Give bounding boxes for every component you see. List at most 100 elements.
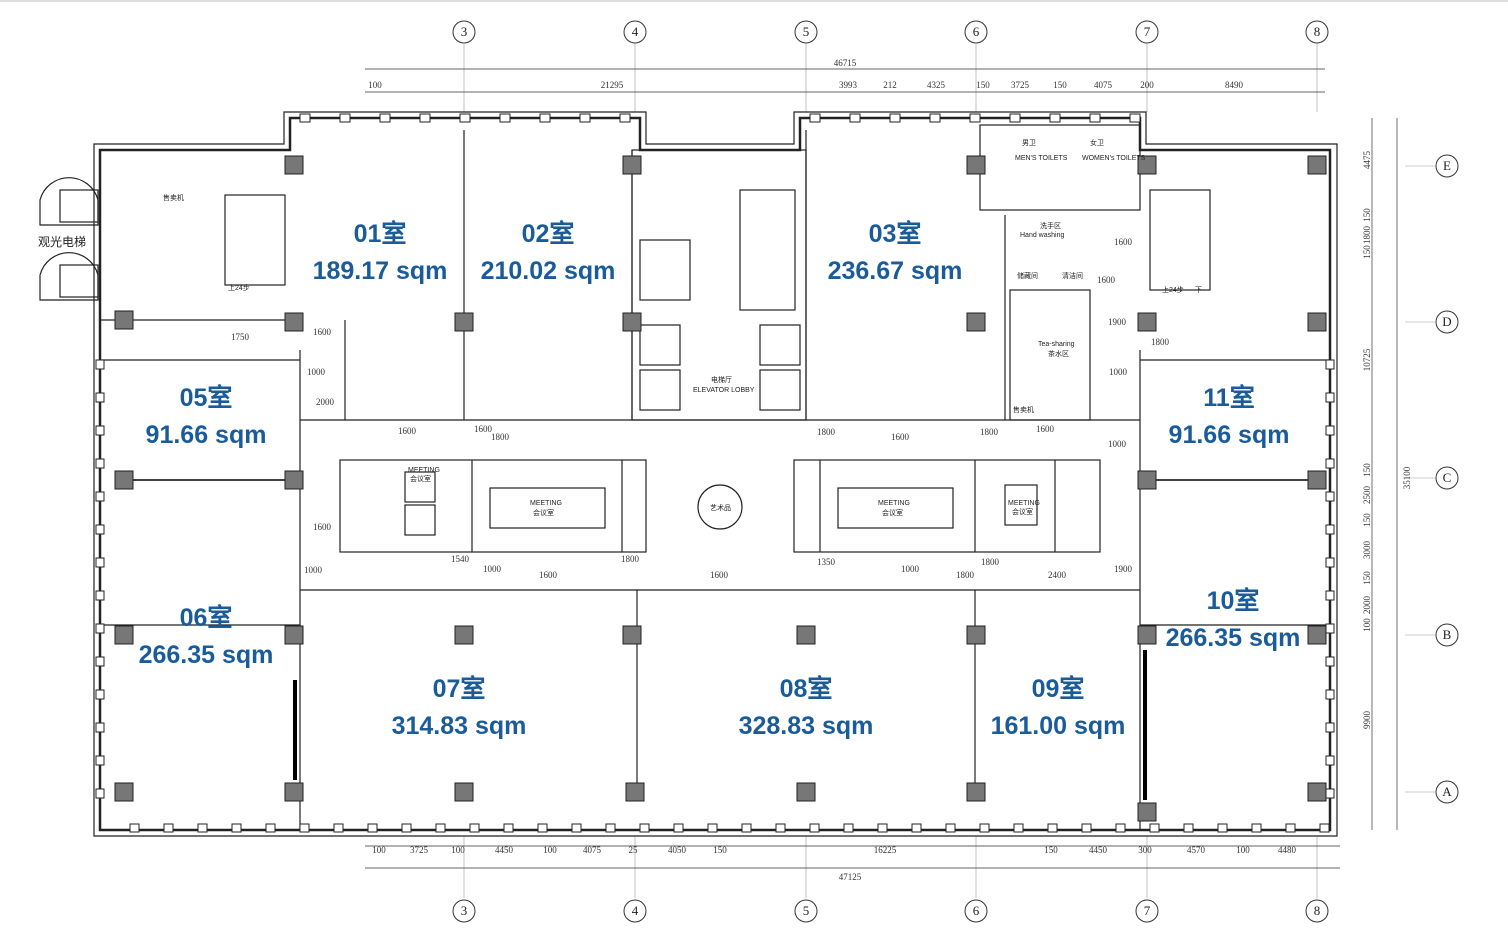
window: [95, 458, 105, 469]
window: [1047, 823, 1058, 833]
room-name: 03室: [868, 220, 922, 248]
grid-column-label: 3: [461, 903, 468, 918]
room-area: 91.66 sqm: [1168, 421, 1290, 449]
window: [1325, 491, 1335, 502]
window: [95, 689, 105, 700]
meeting-en-2: MEETING: [530, 500, 562, 507]
window: [231, 823, 242, 833]
grid-row-label: D: [1442, 314, 1451, 329]
grid-bubble: [794, 20, 818, 44]
hand-washing-cn: 洗手区: [1040, 221, 1061, 230]
interior-dim: 1800: [1151, 337, 1170, 347]
structural-column: [1307, 625, 1327, 645]
window: [1009, 113, 1021, 123]
window: [877, 823, 888, 833]
bottom-dim: 4050: [668, 845, 687, 855]
elevator-lobby-en: ELEVATOR LOBBY: [693, 387, 755, 394]
room-area: 314.83 sqm: [391, 712, 527, 740]
window: [809, 113, 821, 123]
right-dim: 100: [1362, 618, 1372, 632]
structural-column: [622, 312, 642, 332]
structural-column: [966, 625, 986, 645]
mens-cn: 男卫: [1022, 139, 1036, 147]
window: [775, 823, 786, 833]
window: [1325, 623, 1335, 634]
window: [673, 823, 684, 833]
room-name: 11室: [1203, 384, 1255, 412]
right-dim: 2000: [1362, 596, 1372, 615]
right-dim: 9900: [1362, 711, 1372, 730]
grid-bubble: [1305, 20, 1329, 44]
elevator-lobby-cn: 电梯厅: [711, 375, 732, 384]
grid-bubble: [623, 20, 647, 44]
window: [469, 823, 480, 833]
structural-column: [796, 782, 816, 802]
meeting-cn-4: 会议室: [1012, 507, 1033, 516]
interior-dim: 1000: [304, 565, 323, 575]
structural-column: [454, 625, 474, 645]
grid-column-label: 5: [803, 903, 810, 918]
vending-left-label: 售卖机: [163, 193, 184, 202]
structural-column: [1307, 312, 1327, 332]
room-11-label: 11室 91.66 sqm: [1169, 380, 1290, 454]
room-name: 09室: [1031, 675, 1085, 703]
top-dim: 8490: [1225, 80, 1244, 90]
interior-dim: 1800: [956, 570, 975, 580]
window: [1089, 113, 1101, 123]
tea-sharing-cn: 茶水区: [1048, 349, 1069, 358]
window: [1183, 823, 1194, 833]
window: [1325, 656, 1335, 667]
tea-sharing-en: Tea-sharing: [1038, 341, 1075, 348]
bottom-dim: 25: [629, 845, 639, 855]
grid-column-label: 8: [1314, 24, 1321, 39]
window: [969, 113, 981, 123]
structural-column: [1307, 470, 1327, 490]
right-dim: 150: [1362, 245, 1372, 259]
window: [95, 557, 105, 568]
grid-bubble: [964, 899, 988, 923]
structural-column: [622, 155, 642, 175]
window: [197, 823, 208, 833]
bottom-dim: 4450: [495, 845, 514, 855]
bottom-dim: 100: [451, 845, 465, 855]
window: [163, 823, 174, 833]
window: [889, 113, 901, 123]
right-dim: 150: [1362, 571, 1372, 585]
bottom-dim: 4570: [1187, 845, 1206, 855]
stairs-left-label: 上24步: [228, 283, 250, 292]
grid-bubble: [452, 20, 476, 44]
interior-dim: 2400: [1048, 570, 1067, 580]
top-dim: 212: [883, 80, 897, 90]
bottom-dim: 150: [1044, 845, 1058, 855]
structural-column: [114, 310, 134, 330]
window: [929, 113, 941, 123]
window: [95, 755, 105, 766]
window: [95, 623, 105, 634]
window: [843, 823, 854, 833]
grid-row-label: C: [1443, 470, 1452, 485]
window: [339, 113, 351, 123]
window: [1325, 689, 1335, 700]
window: [707, 823, 718, 833]
window: [95, 425, 105, 436]
bottom-total-dim: 47125: [839, 872, 862, 882]
structural-column: [796, 625, 816, 645]
right-dim: 4475: [1362, 151, 1372, 170]
interior-dim: 1600: [1114, 237, 1133, 247]
stairs-right-down-label: 下: [1195, 286, 1202, 294]
window: [299, 823, 310, 833]
bottom-dim: 4075: [583, 845, 602, 855]
room-area: 266.35 sqm: [1165, 624, 1301, 652]
grid-bubble: [794, 899, 818, 923]
structural-column: [284, 625, 304, 645]
right-dim: 150: [1362, 513, 1372, 527]
top-dim: 150: [1053, 80, 1067, 90]
window: [129, 823, 140, 833]
window: [1081, 823, 1092, 833]
top-dim: 4075: [1094, 80, 1113, 90]
